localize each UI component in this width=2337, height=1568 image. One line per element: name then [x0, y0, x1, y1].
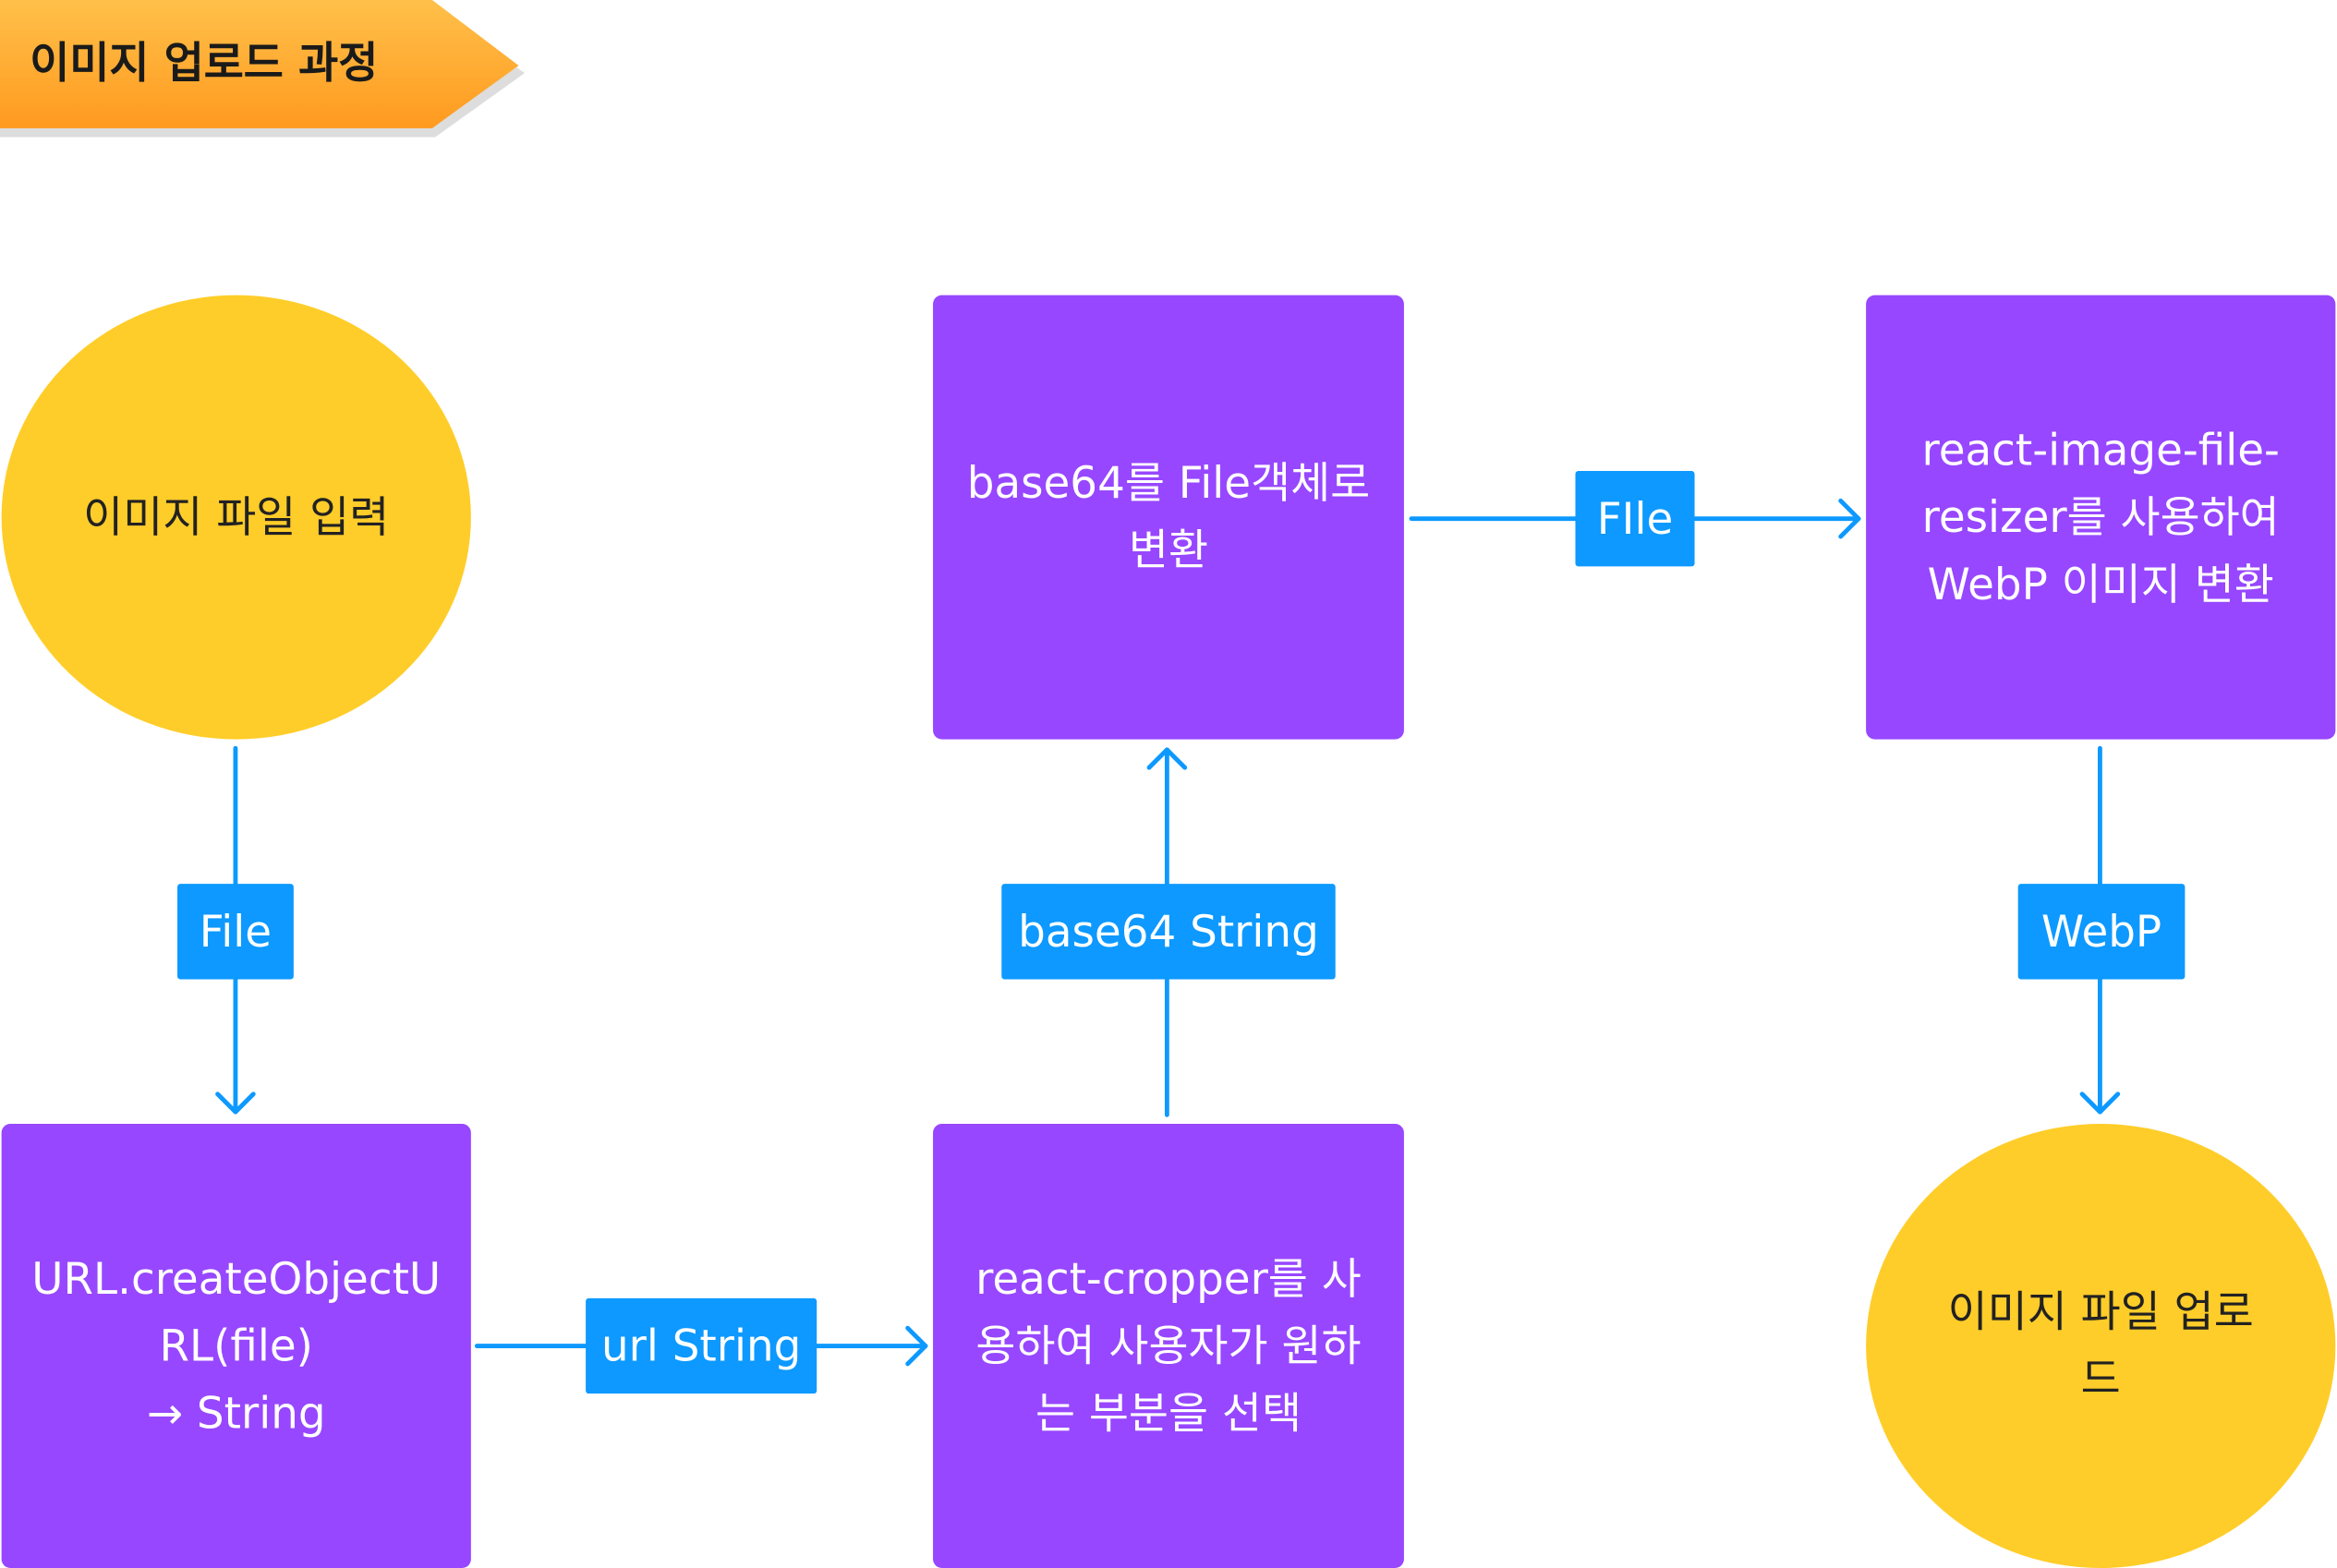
edge-label-webp: WebP: [2017, 884, 2186, 980]
upload-label: 이미지 파일 업로 드: [1947, 1285, 2254, 1405]
input-label: 이미지 파일 입력: [83, 490, 390, 542]
resizer-label: react-image-file- resizer를 사용하여 WebP 이미지…: [1921, 424, 2280, 609]
create-object-url-box: URL.createObjectU RL(file) → String: [1, 1124, 471, 1568]
edge-label-file: File: [177, 884, 294, 980]
edge-label-file2: FIle: [1575, 471, 1695, 567]
arrowhead-up-1: [1146, 747, 1188, 770]
page-title: 이미지 업로드 과정: [30, 37, 379, 89]
base64-to-file-label: base64를 File객체로 변환: [966, 457, 1371, 576]
arrowhead-right-1: [905, 1325, 928, 1367]
input-circle: 이미지 파일 입력: [1, 295, 471, 740]
edge-label-url-string: url String: [586, 1297, 817, 1394]
cropper-label: react-cropper를 사 용하여 사용자가 원하 는 부분을 선택: [975, 1252, 1362, 1438]
cropper-box: react-cropper를 사 용하여 사용자가 원하 는 부분을 선택: [933, 1124, 1404, 1568]
arrowhead-down-2: [2079, 1092, 2121, 1115]
edge-label-base64-string: base64 String: [1001, 884, 1336, 980]
arrowhead-right-2: [1838, 498, 1861, 539]
create-object-url-label: URL.createObjectU RL(file) → String: [31, 1252, 442, 1438]
arrowhead-down-1: [215, 1092, 256, 1115]
upload-circle: 이미지 파일 업로 드: [1866, 1124, 2336, 1568]
title-banner: [0, 0, 525, 138]
base64-to-file-box: base64를 File객체로 변환: [933, 295, 1404, 740]
resizer-box: react-image-file- resizer를 사용하여 WebP 이미지…: [1866, 295, 2336, 740]
